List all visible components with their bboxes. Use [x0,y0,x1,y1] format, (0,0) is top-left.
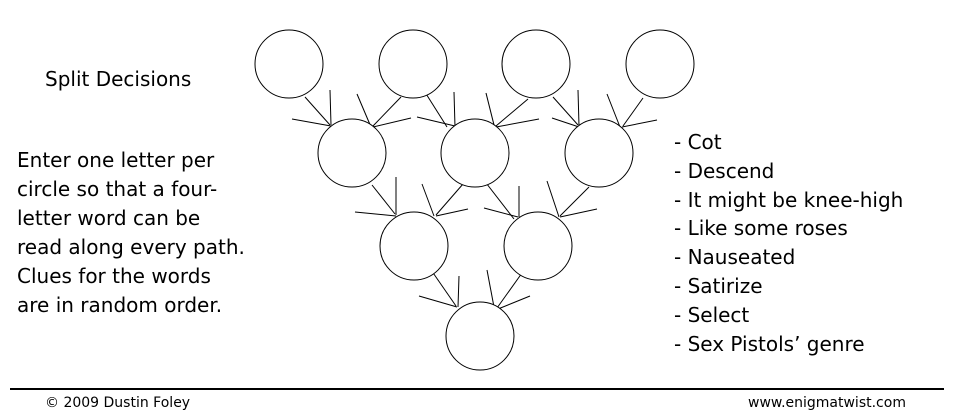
clue-item: - Cot [674,130,722,154]
clue-item: - It might be knee-high [674,187,904,212]
clue-list: - Cot - Descend - It might be knee-high … [674,128,903,358]
footer-divider [10,388,944,390]
letter-circle-r3c2[interactable] [503,211,573,281]
instruction-line: are in random order. [17,293,223,317]
instruction-line: circle so that a four- [17,177,218,201]
letter-circle-r1c3[interactable] [501,29,571,99]
instruction-line: letter word can be [17,206,201,230]
clue-item: - Nauseated [674,245,796,270]
clue-item: - Select [674,302,750,327]
copyright-text: © 2009 Dustin Foley [45,395,191,411]
puzzle-title: Split Decisions [45,67,192,91]
clue-item: - Sex Pistols’ genre [674,331,865,356]
letter-circle-r3c1[interactable] [379,211,449,281]
letter-circle-r1c1[interactable] [254,29,324,99]
instructions: Enter one letter per circle so that a fo… [17,146,287,320]
letter-circle-r1c4[interactable] [625,29,695,99]
connector-lines [291,88,658,310]
letter-circle-r2c1[interactable] [317,118,387,188]
letter-circle-r2c3[interactable] [564,118,634,188]
instruction-line: Enter one letter per [17,148,215,172]
instruction-line: read along every path. [17,235,245,259]
website-text: www.enigmatwist.com [748,395,906,411]
clue-item: - Descend [674,158,775,183]
letter-circle-r4c1[interactable] [445,301,515,371]
letter-circle-r1c2[interactable] [378,29,448,99]
instruction-line: Clues for the words [17,264,211,288]
clue-item: - Like some roses [674,216,848,241]
letter-circle-r2c2[interactable] [440,118,510,188]
clue-item: - Satirize [674,273,763,298]
letter-circles [254,29,695,371]
